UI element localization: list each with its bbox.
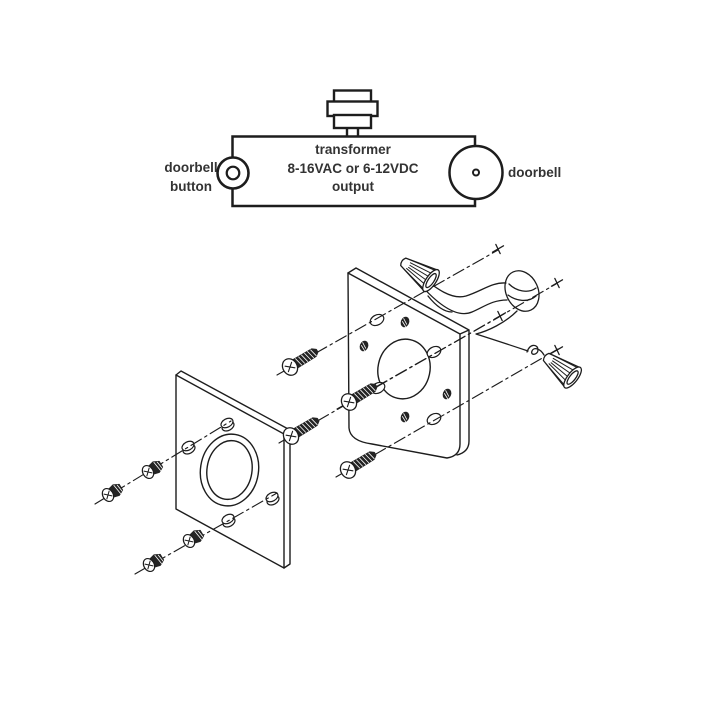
wire-nut-right xyxy=(542,352,583,389)
flat-head-screws xyxy=(101,460,205,573)
wire xyxy=(418,282,508,315)
pan-head-screw xyxy=(339,451,377,479)
wire-coil-loop xyxy=(504,270,540,312)
axis-line xyxy=(276,249,499,376)
exploded-assembly-drawing xyxy=(94,243,583,575)
transformer-label-line1: transformer xyxy=(315,142,392,157)
pan-head-screw xyxy=(282,417,320,445)
axis-cross-markers xyxy=(491,243,564,356)
axis-line xyxy=(278,283,557,444)
cross-marker xyxy=(491,243,505,255)
flat-head-screw xyxy=(101,483,124,503)
wire-coil-wrap xyxy=(508,283,537,292)
mounting-plate xyxy=(347,267,470,459)
pan-head-screws xyxy=(281,348,378,479)
mounting-plate-threaded-holes xyxy=(359,316,452,423)
cover-plate-ring xyxy=(199,433,260,507)
transformer-label-line3: output xyxy=(332,179,374,194)
wire xyxy=(427,295,453,313)
mounting-plate-center-opening xyxy=(377,338,431,400)
doorbell-button-label-line2: button xyxy=(170,179,212,194)
wire-nut-left xyxy=(400,257,440,293)
pan-head-screw xyxy=(281,348,319,376)
pan-head-screw xyxy=(340,383,378,411)
wire xyxy=(475,310,529,352)
wire-coil-wrap xyxy=(507,294,537,302)
doorbell-button-symbol xyxy=(216,156,250,190)
transformer-label-line2: 8-16VAC or 6-12VDC xyxy=(287,161,418,176)
flat-head-screw xyxy=(141,460,164,480)
flat-head-screw xyxy=(182,529,205,549)
cross-marker xyxy=(550,277,564,289)
cover-plate-holes xyxy=(181,417,280,528)
doorbell-symbol xyxy=(448,144,504,201)
axis-line xyxy=(335,348,559,478)
cross-marker xyxy=(493,310,507,322)
transformer-icon xyxy=(326,89,379,137)
alignment-axis-lines xyxy=(94,249,559,575)
wire-twist xyxy=(526,344,545,356)
cover-plate xyxy=(175,370,291,569)
cross-marker xyxy=(550,344,564,356)
wiring-schematic: doorbell button transformer 8-16VAC or 6… xyxy=(164,89,561,208)
doorbell-button-label-line1: doorbell xyxy=(164,160,217,175)
flat-head-screw xyxy=(142,553,165,573)
doorbell-label: doorbell xyxy=(508,165,561,180)
